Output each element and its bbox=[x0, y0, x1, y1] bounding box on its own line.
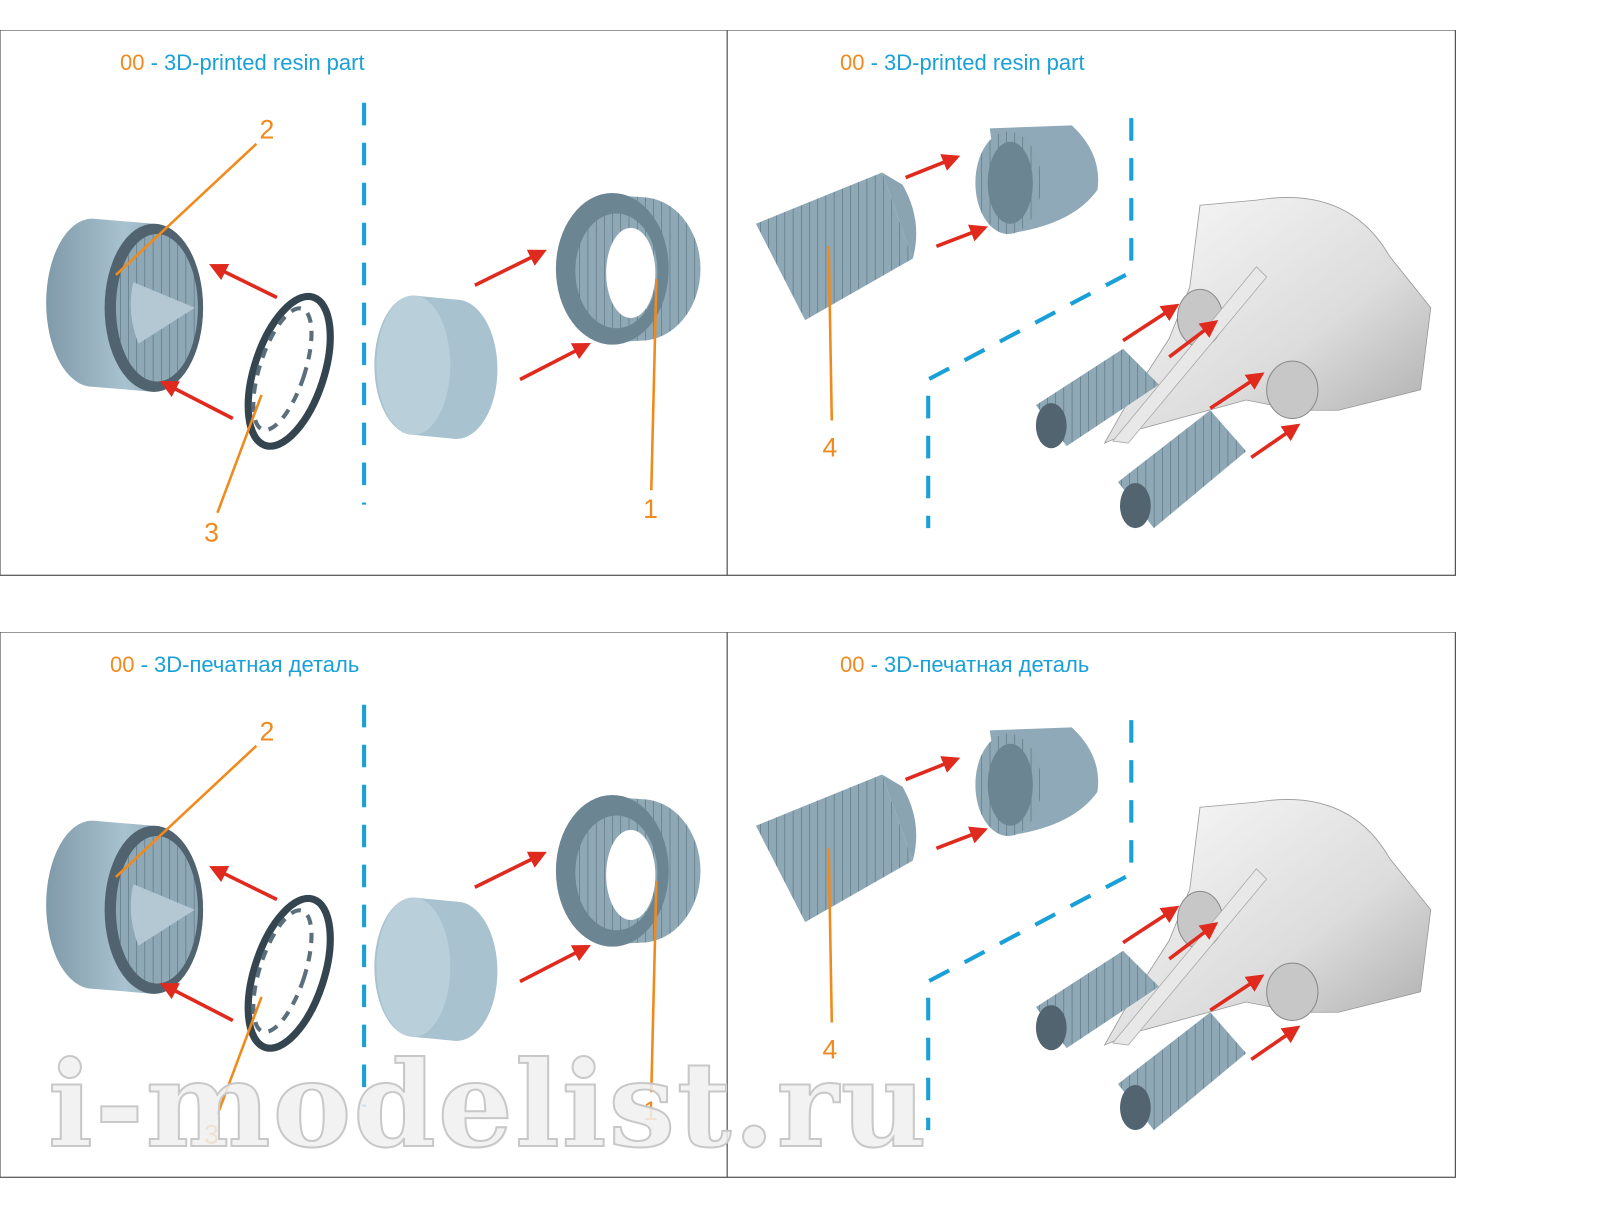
part-code: 00 bbox=[840, 652, 865, 677]
assembly-arrows-right bbox=[904, 756, 1301, 1061]
instruction-row-russian: 2 3 1 4 bbox=[0, 632, 1600, 1206]
callout-1: 1 bbox=[643, 494, 658, 524]
installed-nozzle-1 bbox=[1035, 348, 1159, 449]
aircraft-rear-fuselage bbox=[1103, 799, 1432, 1046]
callout-line-4 bbox=[827, 848, 834, 1023]
separator-dashed-line bbox=[926, 720, 1134, 1131]
assembly-arrows bbox=[159, 851, 591, 1023]
part-code: 00 bbox=[110, 652, 135, 677]
small-nozzle-section bbox=[975, 125, 1099, 234]
part-4-nozzle bbox=[755, 774, 917, 923]
watermark: i-modelist.ru bbox=[47, 1034, 929, 1175]
part-3-ring-frame bbox=[244, 894, 334, 1052]
aircraft-rear-fuselage bbox=[1103, 197, 1432, 444]
assembly-arrows-right bbox=[904, 154, 1301, 459]
callout-line-4 bbox=[827, 246, 834, 421]
callout-3: 3 bbox=[204, 1119, 219, 1149]
callout-1: 1 bbox=[643, 1096, 658, 1126]
callout-4: 4 bbox=[823, 1034, 838, 1064]
right-panel-title: 00 - 3D-печатная деталь bbox=[840, 652, 1089, 678]
callout-lines bbox=[115, 142, 658, 514]
part-code: 00 bbox=[120, 50, 145, 75]
part-description: - 3D-printed resin part bbox=[870, 50, 1085, 75]
part-1-ring bbox=[555, 192, 701, 345]
part-3-ring-frame bbox=[244, 292, 334, 450]
part-code: 00 bbox=[840, 50, 865, 75]
cap-disc bbox=[374, 295, 498, 439]
part-4-nozzle bbox=[755, 172, 917, 321]
separator-dashed-line bbox=[926, 118, 1134, 529]
callout-4: 4 bbox=[823, 432, 838, 462]
part-2-nozzle-housing bbox=[46, 820, 204, 994]
part-2-nozzle-housing bbox=[46, 218, 204, 392]
panel-frame bbox=[0, 632, 1456, 1178]
part-description: - 3D-печатная деталь bbox=[870, 652, 1090, 677]
part-description: - 3D-печатная деталь bbox=[140, 652, 360, 677]
right-panel-title: 00 - 3D-printed resin part bbox=[840, 50, 1085, 76]
installed-nozzle-1 bbox=[1035, 950, 1159, 1051]
instruction-row-english: 2 3 1 4 bbox=[0, 30, 1600, 604]
assembly-diagram: 2 3 1 4 bbox=[0, 30, 1456, 576]
installed-nozzle-2 bbox=[1117, 410, 1247, 529]
small-nozzle-section bbox=[975, 727, 1099, 836]
cap-disc bbox=[374, 897, 498, 1041]
left-panel-title: 00 - 3D-печатная деталь bbox=[110, 652, 359, 678]
part-description: - 3D-printed resin part bbox=[150, 50, 365, 75]
left-panel-title: 00 - 3D-printed resin part bbox=[120, 50, 365, 76]
callout-lines bbox=[115, 744, 658, 1116]
part-1-ring bbox=[555, 794, 701, 947]
callout-3: 3 bbox=[204, 517, 219, 547]
assembly-arrows bbox=[159, 249, 591, 421]
installed-nozzle-2 bbox=[1117, 1012, 1247, 1131]
callout-2: 2 bbox=[259, 115, 274, 145]
callout-2: 2 bbox=[259, 717, 274, 747]
assembly-diagram: 2 3 1 4 bbox=[0, 632, 1456, 1178]
